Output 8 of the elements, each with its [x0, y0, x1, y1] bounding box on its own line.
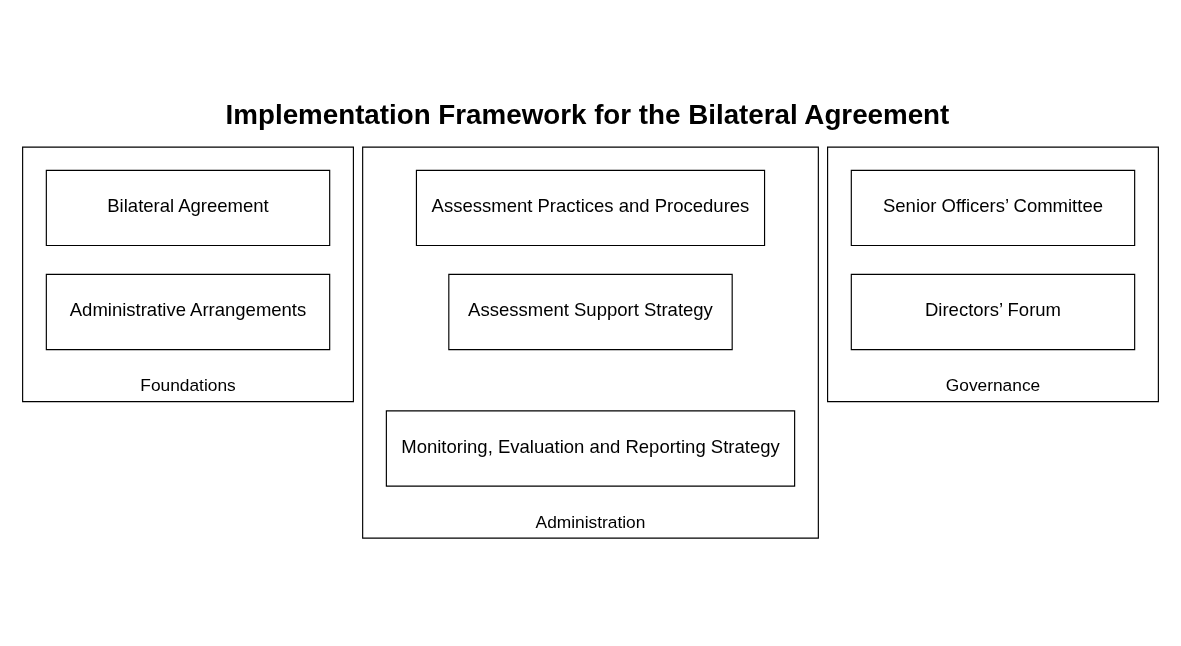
- node-box: Monitoring, Evaluation and Reporting Strategy: [385, 410, 796, 487]
- node-box: Assessment Support Strategy: [448, 273, 733, 351]
- node-box: Assessment Practices and Procedures: [415, 169, 766, 247]
- diagram-title: Implementation Framework for the Bilateral Agreement: [225, 99, 950, 131]
- node-box: Directors’ Forum: [850, 273, 1136, 351]
- node-box: Bilateral Agreement: [45, 169, 331, 247]
- node-box: Senior Officers’ Committee: [850, 169, 1136, 247]
- node-box: Administrative Arrangements: [45, 273, 331, 351]
